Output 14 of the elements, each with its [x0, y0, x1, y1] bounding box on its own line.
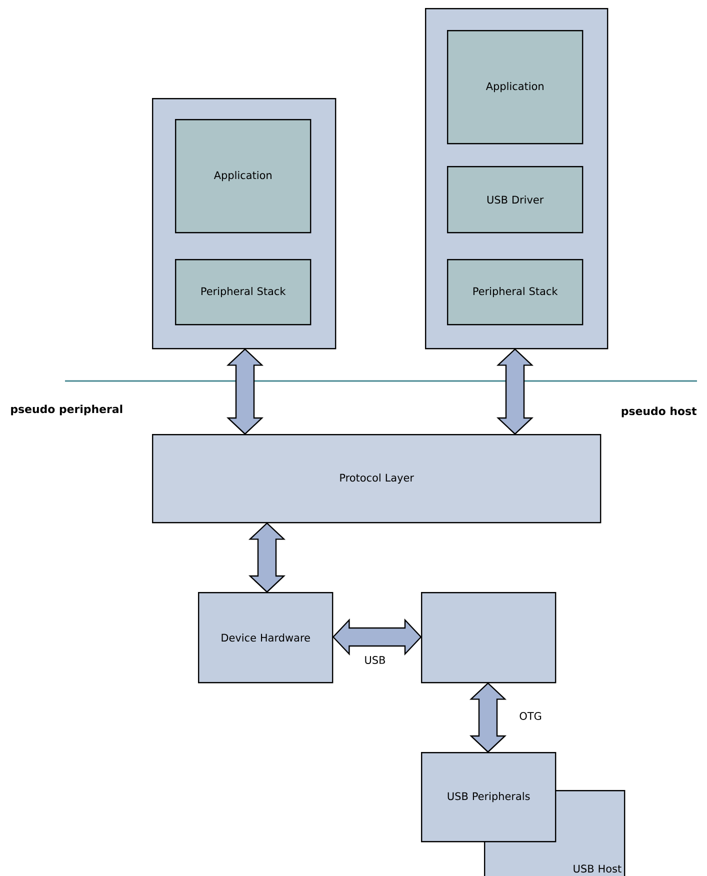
layer-box: Application — [447, 30, 584, 144]
block-box: Device Hardware — [198, 592, 334, 684]
edge-label: USB — [363, 655, 387, 665]
edge-label: OTG — [518, 711, 543, 721]
side-label: pseudo peripheral — [11, 404, 122, 416]
layer-box: Peripheral Stack — [175, 259, 312, 326]
block-box — [421, 592, 556, 684]
block-box: USB Peripherals — [421, 752, 556, 842]
side-label: pseudo host — [622, 406, 697, 418]
layer-box: Peripheral Stack — [447, 259, 584, 326]
node-label: USB Host — [574, 864, 622, 873]
layer-box: Application — [175, 119, 312, 234]
layer-box: USB Driver — [447, 166, 584, 234]
layer-band: Protocol Layer — [152, 434, 602, 524]
